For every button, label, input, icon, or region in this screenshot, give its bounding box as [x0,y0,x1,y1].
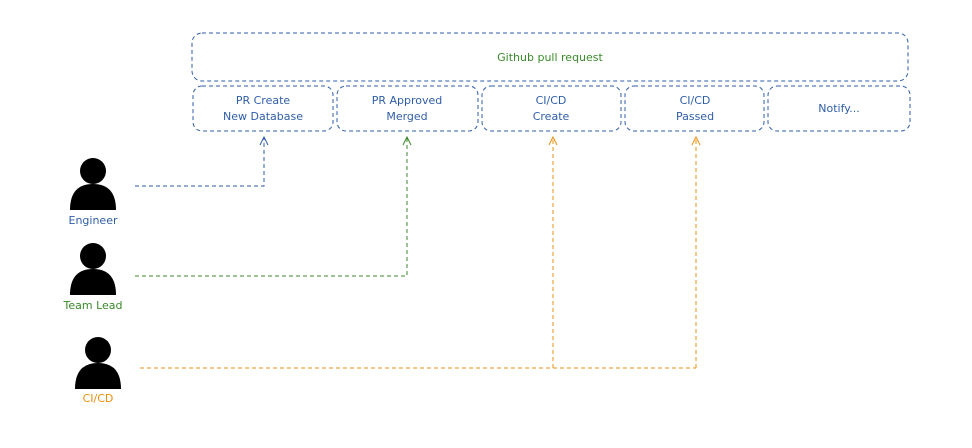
connector-cicd [140,135,701,369]
person-icon [70,243,116,295]
stage-label-line2: Create [533,110,570,123]
actor-label: CI/CD [83,392,114,405]
actor-engineer: Engineer [69,158,118,227]
stage-box-pr-approved: PR Approved Merged [336,85,479,132]
person-icon [75,337,121,389]
stage-box-cicd-passed: CI/CD Passed [624,85,765,132]
stage-label-line1: PR Create [236,94,291,107]
connector-team-lead [135,135,412,277]
stage-box-cicd-create: CI/CD Create [481,85,622,132]
header-box: Github pull request [191,32,909,82]
stage-label-line2: Passed [676,110,714,123]
stage-label-line1: PR Approved [372,94,443,107]
person-icon [70,158,116,210]
stage-label-line2: Merged [386,110,427,123]
header-title: Github pull request [497,51,603,64]
stage-label-line2: New Database [223,110,303,123]
stage-box-notify: Notify... [767,85,911,132]
connector-engineer [135,135,269,187]
stage-label-line1: CI/CD [680,94,711,107]
actor-cicd: CI/CD [75,337,121,405]
stage-box-pr-create: PR Create New Database [192,85,334,132]
actor-team-lead: Team Lead [63,243,123,312]
actor-label: Team Lead [63,299,123,312]
actor-label: Engineer [69,214,118,227]
stage-label-line1: CI/CD [536,94,567,107]
stage-label-line1: Notify... [818,102,859,115]
